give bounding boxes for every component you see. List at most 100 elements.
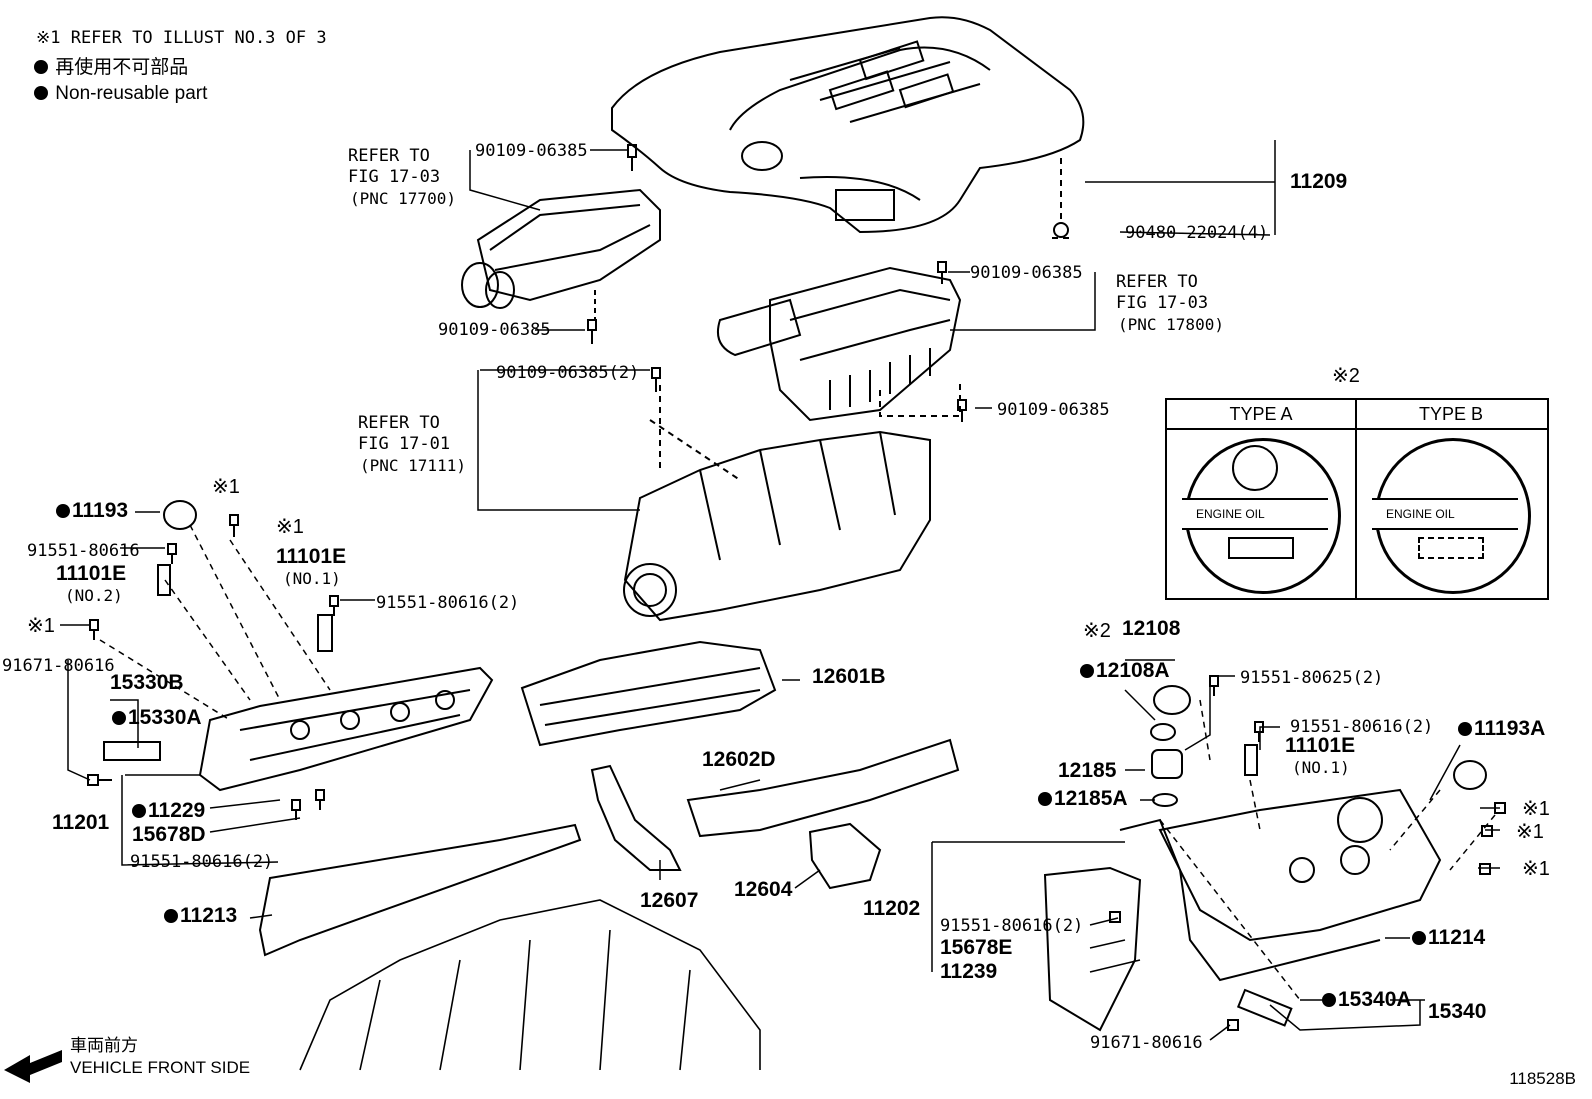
direction-jp: 車両前方 (70, 1036, 138, 1055)
label-11214-text: 11214 (1428, 926, 1486, 949)
nonreusable-dot-icon (132, 804, 146, 818)
bullet-icon (34, 60, 48, 74)
ocv-15340-shape (1236, 988, 1293, 1027)
label-12185[interactable]: 12185 (1058, 759, 1117, 782)
label-star2-top: ※2 (1332, 365, 1360, 387)
cap-b-window (1418, 537, 1484, 559)
sensor-11101e-no2-shape (157, 564, 171, 596)
label-11193[interactable]: 11193 (56, 500, 128, 522)
label-90109-c[interactable]: 90109-06385 (438, 320, 551, 340)
label-91551-d[interactable]: 91551-80616(2) (1290, 717, 1434, 737)
label-12602d[interactable]: 12602D (702, 748, 776, 771)
label-star1-d: ※1 (1522, 798, 1550, 820)
label-12601b[interactable]: 12601B (812, 665, 886, 688)
front-arrow-icon (4, 1050, 62, 1083)
label-11201[interactable]: 11201 (52, 811, 110, 834)
label-15330b[interactable]: 15330B (110, 671, 184, 694)
label-91671-a[interactable]: 91671-80616 (2, 656, 115, 676)
label-15330a[interactable]: 15330A (112, 707, 202, 729)
label-15678d[interactable]: 15678D (132, 823, 206, 846)
label-12604[interactable]: 12604 (734, 878, 793, 901)
label-12108a[interactable]: 12108A (1080, 660, 1170, 682)
label-refer-17700-2: FIG 17-03 (348, 167, 441, 187)
label-12108[interactable]: 12108 (1122, 617, 1181, 640)
label-90109-b[interactable]: 90109-06385 (970, 263, 1083, 283)
legend-nonreusable-jp: 再使用不可部品 (34, 56, 188, 80)
label-11209[interactable]: 11209 (1290, 170, 1348, 193)
cap-a-band: ENGINE OIL (1182, 498, 1328, 530)
figure-id: 118528B (1509, 1069, 1576, 1088)
label-12185a[interactable]: 12185A (1038, 788, 1128, 810)
ocv-15330-shape (103, 741, 161, 761)
label-12607[interactable]: 12607 (640, 889, 699, 912)
bullet-icon (34, 86, 48, 100)
oil-cap-shape (1153, 685, 1191, 715)
label-15340[interactable]: 15340 (1428, 1000, 1487, 1023)
label-90480[interactable]: 90480-22024(4) (1125, 223, 1269, 243)
label-11101e-no2[interactable]: 11101E (56, 562, 127, 585)
label-star1-c: ※1 (27, 615, 55, 637)
label-star1-b: ※1 (276, 516, 304, 538)
label-11214[interactable]: 11214 (1412, 927, 1485, 949)
vehicle-front-side-note: 車両前方 VEHICLE FRONT SIDE (8, 1035, 250, 1079)
label-15340a-text: 15340A (1338, 988, 1412, 1011)
label-91551-b[interactable]: 91551-80616(2) (376, 593, 520, 613)
label-12185a-text: 12185A (1054, 787, 1128, 810)
label-refer-17800-3[interactable]: (PNC 17800) (1118, 315, 1224, 334)
label-star1-a: ※1 (212, 476, 240, 498)
label-91551-a[interactable]: 91551-80616 (27, 541, 140, 561)
gasket-12601b-shape (520, 640, 777, 747)
nonreusable-dot-icon (1038, 792, 1052, 806)
label-90109-e[interactable]: 90109-06385 (997, 400, 1110, 420)
label-91551-80625[interactable]: 91551-80625(2) (1240, 668, 1384, 688)
nonreusable-dot-icon (1458, 722, 1472, 736)
nonreusable-dot-icon (1412, 931, 1426, 945)
label-11213[interactable]: 11213 (164, 905, 237, 927)
label-12108a-text: 12108A (1096, 659, 1170, 682)
label-11229[interactable]: 11229 (132, 800, 205, 822)
label-15330a-text: 15330A (128, 706, 202, 729)
label-11101e-no1[interactable]: 11101E (276, 545, 347, 568)
label-star2-b: ※2 (1083, 620, 1111, 642)
label-refer-17700-1: REFER TO (348, 146, 430, 166)
type-box-vdivider (1355, 400, 1357, 598)
legend-nonreusable-jp-text: 再使用不可部品 (55, 57, 189, 78)
label-11239[interactable]: 11239 (940, 960, 998, 983)
label-90109-d[interactable]: 90109-06385(2) (496, 363, 640, 383)
cap-b-band: ENGINE OIL (1372, 498, 1518, 530)
label-refer-17800-2: FIG 17-03 (1116, 293, 1209, 313)
label-refer-17111-3[interactable]: (PNC 17111) (360, 456, 466, 475)
left-head-cover-shape (198, 666, 494, 792)
gasket-11213-shape (258, 823, 582, 957)
oil-cap-type-a-icon: ENGINE OIL (1182, 438, 1341, 594)
label-15678e[interactable]: 15678E (940, 936, 1013, 959)
oil-cap-type-b-icon: ENGINE OIL (1372, 438, 1531, 594)
label-refer-17111-2: FIG 17-01 (358, 434, 451, 454)
cap-grip-icon (1232, 445, 1278, 491)
label-star1-e: ※1 (1516, 821, 1544, 843)
bolt-icons (87, 144, 1506, 1031)
engine-block-shape (299, 899, 761, 1071)
label-91551-c[interactable]: 91551-80616(2) (130, 852, 274, 872)
label-refer-17800-1: REFER TO (1116, 272, 1198, 292)
label-11193a[interactable]: 11193A (1458, 718, 1545, 740)
type-box-divider (1167, 428, 1547, 430)
nonreusable-dot-icon (164, 909, 178, 923)
label-no1: (NO.1) (283, 569, 341, 588)
label-11101e-r[interactable]: 11101E (1285, 734, 1356, 757)
label-11202[interactable]: 11202 (863, 897, 921, 920)
label-refer-17700-3[interactable]: (PNC 17700) (350, 189, 456, 208)
insulator-12607-shape (590, 764, 682, 871)
label-91551-e[interactable]: 91551-80616(2) (940, 916, 1084, 936)
type-a-heading: TYPE A (1229, 404, 1293, 424)
label-90109-a[interactable]: 90109-06385 (475, 141, 588, 161)
label-15340a[interactable]: 15340A (1322, 989, 1412, 1011)
label-91671-b[interactable]: 91671-80616 (1090, 1033, 1203, 1053)
label-no1-r: (NO.1) (1292, 758, 1350, 777)
nonreusable-dot-icon (56, 504, 70, 518)
intake-manifold-shape (623, 385, 931, 622)
label-11193a-text: 11193A (1474, 717, 1546, 740)
gasket-12601b-detail (539, 667, 761, 726)
